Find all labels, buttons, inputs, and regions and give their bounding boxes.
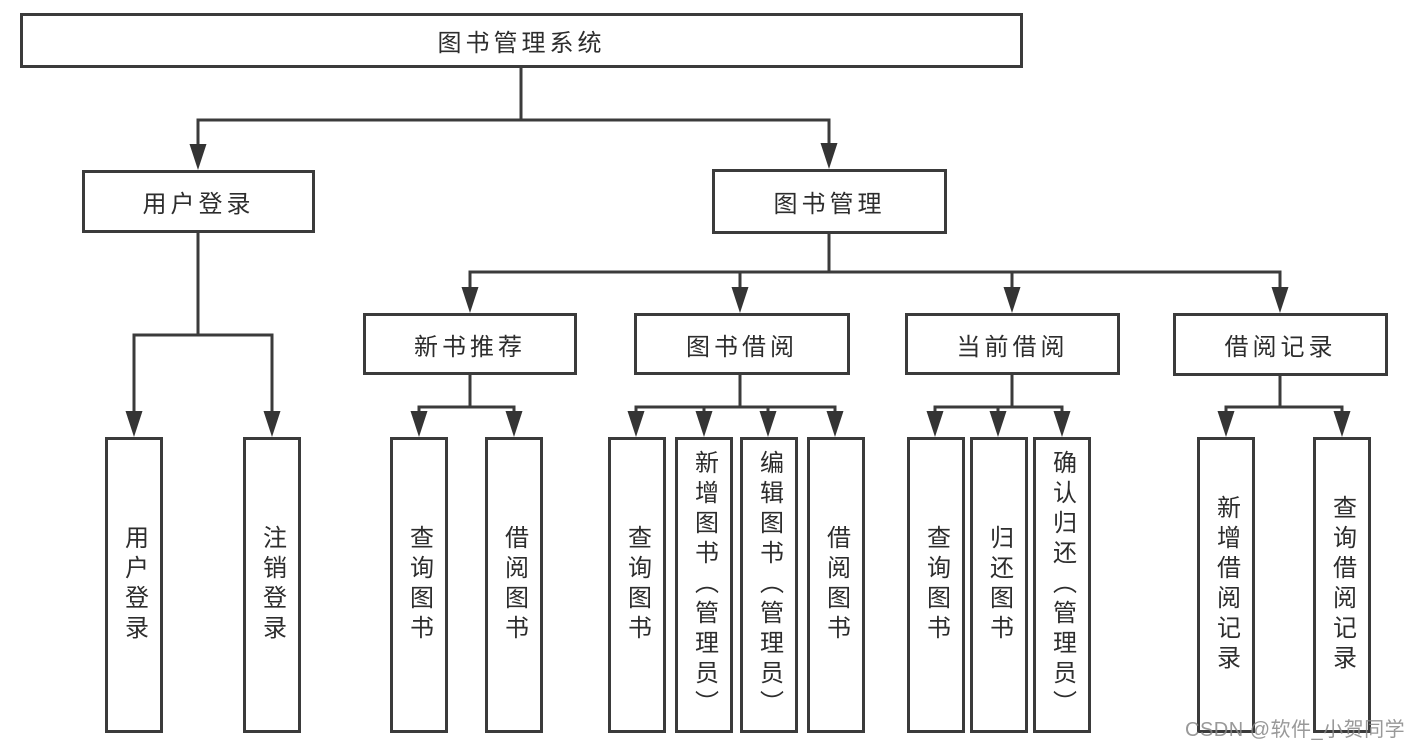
node-library-management-system-label: 图书管理系统 bbox=[437, 30, 606, 57]
node-library-management-system: 图书管理系统 bbox=[20, 13, 1023, 68]
leaf-bb-borrow-books-label: 借阅图书 bbox=[822, 525, 850, 645]
leaf-br-add-record-label: 新增借阅记录 bbox=[1212, 495, 1240, 675]
csdn-watermark: CSDN @软件_小贺同学 bbox=[1185, 719, 1405, 741]
leaf-bb-edit-books-admin-label: 编辑图书（管理员） bbox=[755, 450, 783, 720]
leaf-br-query-record: 查询借阅记录 bbox=[1313, 437, 1371, 733]
leaf-cb-confirm-return-admin: 确认归还（管理员） bbox=[1033, 437, 1091, 733]
node-book-borrowing: 图书借阅 bbox=[634, 313, 850, 375]
leaf-br-query-record-label: 查询借阅记录 bbox=[1328, 495, 1356, 675]
leaf-bb-query-books-label: 查询图书 bbox=[623, 525, 651, 645]
arrowhead-icons bbox=[125, 143, 1351, 437]
leaf-nb-query-books: 查询图书 bbox=[390, 437, 448, 733]
leaf-cb-query-books-label: 查询图书 bbox=[922, 525, 950, 645]
leaf-user-login: 用户登录 bbox=[105, 437, 163, 733]
leaf-bb-query-books: 查询图书 bbox=[608, 437, 666, 733]
leaf-bb-add-books-admin-label: 新增图书（管理员） bbox=[690, 450, 718, 720]
leaf-cb-query-books: 查询图书 bbox=[907, 437, 965, 733]
node-book-borrowing-label: 图书借阅 bbox=[686, 333, 798, 361]
leaf-logout: 注销登录 bbox=[243, 437, 301, 733]
node-current-borrowing: 当前借阅 bbox=[905, 313, 1120, 375]
node-user-login: 用户登录 bbox=[82, 170, 315, 233]
node-borrowing-records-label: 借阅记录 bbox=[1224, 334, 1337, 361]
node-borrowing-records: 借阅记录 bbox=[1173, 313, 1388, 376]
node-new-book-recommendation: 新书推荐 bbox=[363, 313, 577, 375]
node-user-login-label: 用户登录 bbox=[142, 191, 255, 218]
leaf-cb-return-books-label: 归还图书 bbox=[985, 525, 1013, 645]
leaf-nb-query-books-label: 查询图书 bbox=[405, 525, 433, 645]
leaf-cb-return-books: 归还图书 bbox=[970, 437, 1028, 733]
leaf-logout-label: 注销登录 bbox=[258, 525, 286, 645]
leaf-br-add-record: 新增借阅记录 bbox=[1197, 437, 1255, 733]
node-book-management: 图书管理 bbox=[712, 169, 947, 234]
leaf-bb-edit-books-admin: 编辑图书（管理员） bbox=[740, 437, 798, 733]
leaf-nb-borrow-books-label: 借阅图书 bbox=[500, 525, 528, 645]
leaf-bb-borrow-books: 借阅图书 bbox=[807, 437, 865, 733]
node-book-management-label: 图书管理 bbox=[773, 191, 886, 218]
leaf-cb-confirm-return-admin-label: 确认归还（管理员） bbox=[1048, 450, 1076, 720]
leaf-nb-borrow-books: 借阅图书 bbox=[485, 437, 543, 733]
leaf-bb-add-books-admin: 新增图书（管理员） bbox=[675, 437, 733, 733]
leaf-user-login-label: 用户登录 bbox=[120, 525, 148, 645]
node-new-book-recommendation-label: 新书推荐 bbox=[414, 333, 526, 361]
node-current-borrowing-label: 当前借阅 bbox=[956, 333, 1069, 361]
